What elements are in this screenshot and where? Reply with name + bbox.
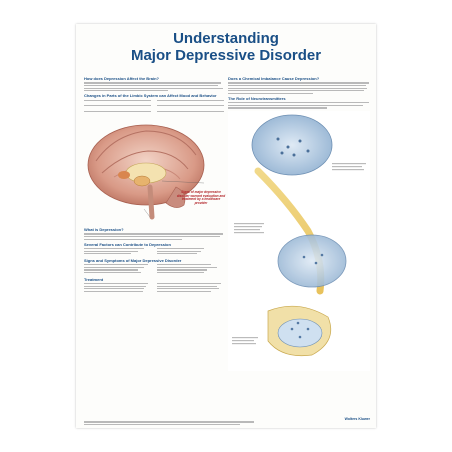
poster: Understanding Major Depressive Disorder …: [76, 24, 376, 428]
heading-neurotransmitters: The Role of Neurotransmitters: [228, 95, 286, 101]
brain-sagittal-image: [87, 124, 205, 220]
neuron-synapse-image: [228, 110, 370, 371]
heading-limbic-system: Changes in Parts of the Limbic System ca…: [84, 93, 217, 99]
paragraph-block: [228, 82, 370, 94]
bullet-list-symptoms: [84, 263, 224, 275]
neuron-illustration: [228, 110, 370, 371]
bullet-list-factors: [84, 247, 224, 256]
paragraph-block: [84, 233, 224, 240]
paragraph-block: [84, 82, 224, 92]
brain-illustration: Signs of major depressive disorder warra…: [84, 117, 226, 225]
paragraph-block: [84, 98, 224, 115]
heading-how-depression-affects-brain: How does Depression Affect the Brain?: [84, 76, 159, 81]
heading-treatment: Treatment: [84, 276, 104, 282]
heading-what-is-depression: What is Depression?: [84, 227, 124, 232]
bullet-list-treatment: [84, 282, 224, 294]
heading-chemical-imbalance: Does a Chemical Imbalance Cause Depressi…: [228, 76, 320, 81]
poster-title-line2: Major Depressive Disorder: [130, 47, 322, 64]
publisher-logo: Wolters Kluwer: [344, 417, 370, 421]
paragraph-block: [228, 102, 370, 109]
poster-title-line1: Understanding: [173, 30, 279, 47]
callout-warning-text: Signs of major depressive disorder warra…: [176, 190, 226, 205]
left-column: How does Depression Affect the Brain? Ch…: [84, 74, 226, 294]
heading-contributing-factors: Several Factors can Contribute to Depres…: [84, 241, 171, 247]
heading-signs-symptoms: Signs and Symptoms of Major Depressive D…: [84, 257, 182, 263]
right-column: Does a Chemical Imbalance Cause Depressi…: [228, 74, 370, 371]
footer-fineprint: [84, 420, 368, 426]
